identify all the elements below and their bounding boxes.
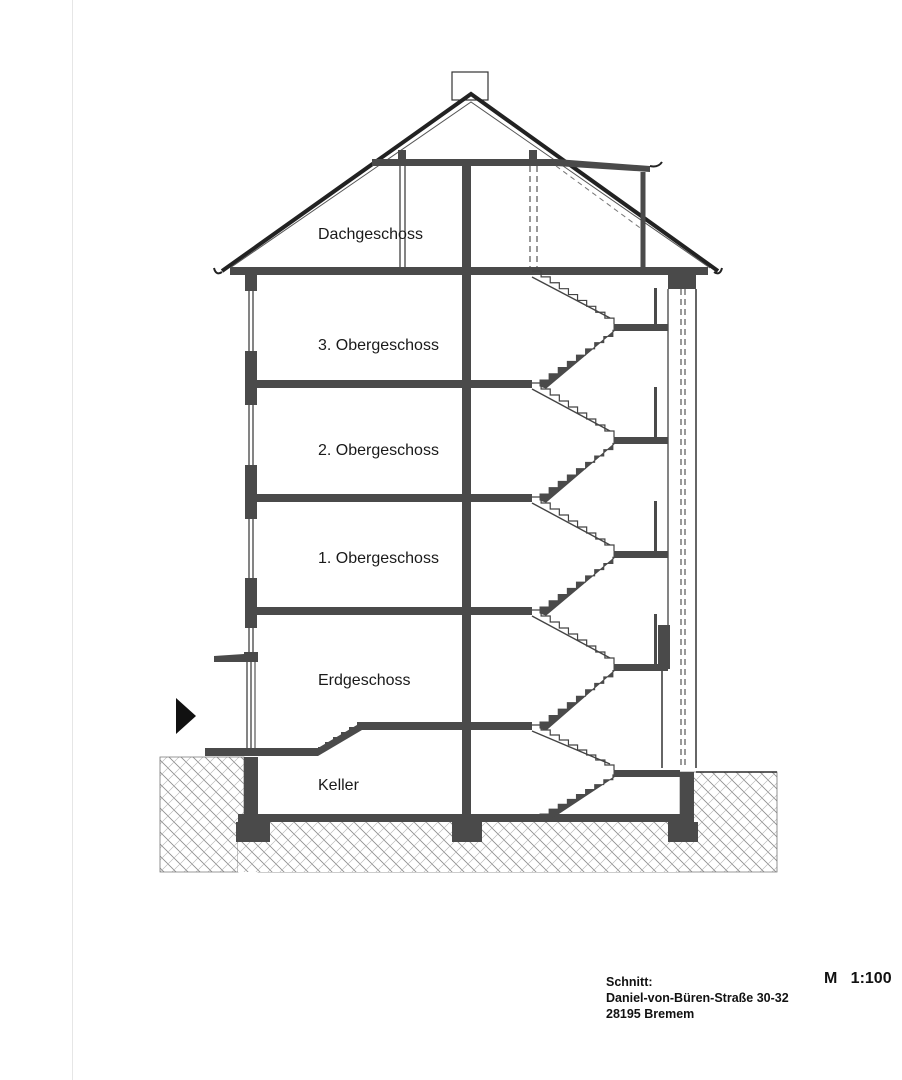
dormer-beam <box>556 159 650 172</box>
basement-wall-left <box>244 757 258 822</box>
title-block: Schnitt: Daniel-von-Büren-Straße 30-32 2… <box>606 974 789 1022</box>
floor-label-2nd: 2. Obergeschoss <box>318 442 439 459</box>
floor-label-1st: 1. Obergeschoss <box>318 550 439 567</box>
entrance-arrow-icon <box>176 698 196 734</box>
floor-label-3rd: 3. Obergeschoss <box>318 337 439 354</box>
entrance-landing <box>205 748 318 756</box>
scale-label: M 1:100 <box>824 970 892 987</box>
left-facade <box>214 275 258 822</box>
staircase-group <box>531 270 680 823</box>
right-facade <box>658 275 697 822</box>
page-margin-line <box>72 0 73 1080</box>
floor-slabs <box>205 380 680 822</box>
basement-wall-right <box>680 772 694 822</box>
floor-label-basement: Keller <box>318 777 360 794</box>
gutter-right <box>713 267 723 275</box>
floor-label-attic: Dachgeschoss <box>318 226 423 243</box>
basement-slab <box>238 814 680 822</box>
section-heading: Schnitt: <box>606 975 653 989</box>
gutter-left <box>213 267 223 275</box>
address-street: Daniel-von-Büren-Straße 30-32 <box>606 991 789 1005</box>
address-city: 28195 Bremem <box>606 1007 695 1021</box>
foundations <box>236 822 698 842</box>
entrance-canopy <box>214 654 244 662</box>
floor-label-ground: Erdgeschoss <box>318 672 411 689</box>
